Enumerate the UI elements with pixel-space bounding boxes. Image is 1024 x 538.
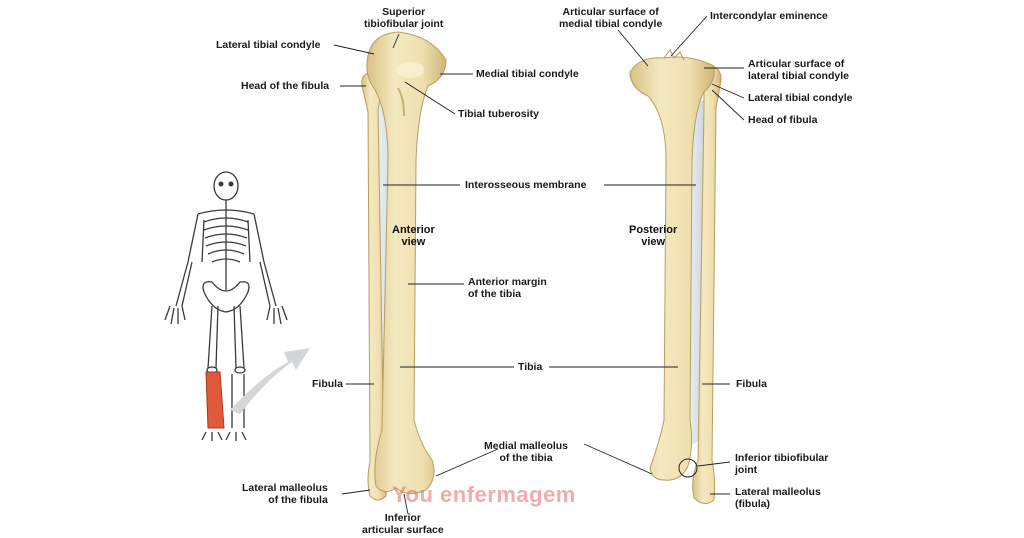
label-lateral-malleolus-posterior: Lateral malleolus (fibula) [735, 486, 821, 510]
label-tibial-tuberosity: Tibial tuberosity [458, 108, 539, 120]
label-medial-tibial-condyle: Medial tibial condyle [476, 68, 579, 80]
label-superior-tibiofibular-joint: Superior tibiofibular joint [364, 6, 444, 30]
posterior-view-bones [629, 49, 722, 504]
inferior-tibiofibular-joint-marker [678, 458, 698, 478]
label-interosseous-membrane: Interosseous membrane [465, 179, 587, 191]
label-inferior-tibiofibular-joint: Inferior tibiofibular joint [735, 452, 829, 476]
skeleton-figure [164, 171, 288, 441]
label-head-of-the-fibula: Head of the fibula [241, 80, 330, 92]
label-medial-malleolus: Medial malleolus of the tibia [484, 440, 569, 464]
label-lateral-tibial-condyle-anterior: Lateral tibial condyle [216, 39, 321, 51]
highlighted-lower-leg [205, 371, 225, 429]
label-lateral-malleolus-of-fibula: Lateral malleolus of the fibula [242, 482, 328, 506]
label-anterior-margin-of-tibia: Anterior margin of the tibia [468, 276, 547, 300]
label-lateral-tibial-condyle-posterior: Lateral tibial condyle [748, 92, 853, 104]
label-articular-surface-medial-condyle: Articular surface of medial tibial condy… [559, 6, 663, 30]
label-fibula-posterior: Fibula [736, 378, 767, 390]
label-tibia: Tibia [518, 361, 543, 373]
pointer-arrow [230, 348, 310, 414]
watermark-logo: You enfermagem [392, 482, 576, 507]
label-posterior-view: Posterior view [629, 224, 678, 248]
posterior-tibia [629, 56, 715, 481]
anterior-view-bones [361, 31, 447, 501]
label-articular-surface-lateral-condyle: Articular surface of lateral tibial cond… [748, 58, 849, 82]
anterior-tibia [366, 31, 447, 494]
label-anterior-view: Anterior view [392, 224, 435, 248]
label-inferior-articular-surface: Inferior articular surface [362, 512, 444, 536]
leader-lines [333, 15, 745, 515]
label-fibula-anterior: Fibula [312, 378, 343, 390]
label-intercondylar-eminence: Intercondylar eminence [710, 10, 828, 22]
label-head-of-fibula-posterior: Head of fibula [748, 114, 818, 126]
